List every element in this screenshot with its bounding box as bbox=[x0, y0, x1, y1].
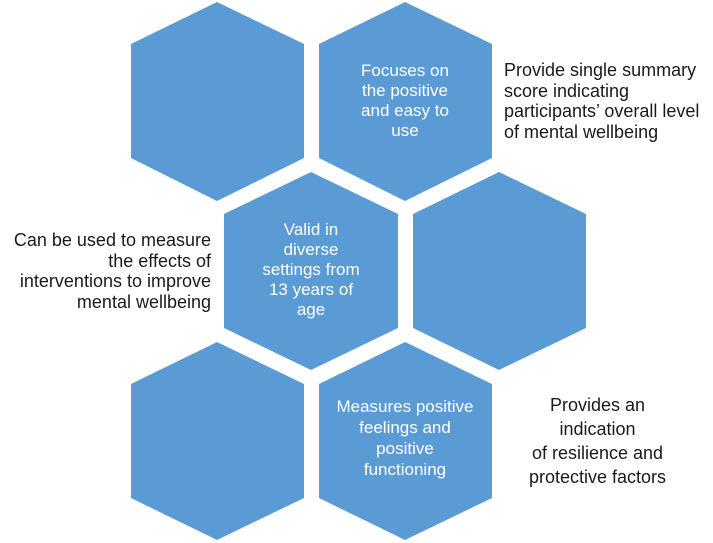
hexagon-top-right bbox=[319, 2, 492, 201]
hexagon-middle-left bbox=[224, 172, 398, 370]
hexagon-bottom-right-label: Measures positive feelings and positive … bbox=[336, 397, 474, 479]
hexagon-top-right-label: Focuses on the positive and easy to use bbox=[361, 61, 449, 140]
side-text-measure-interventions: Can be used to measure the effects of in… bbox=[13, 230, 211, 312]
side-text-summary-score: Provide single summary score indicating … bbox=[504, 60, 700, 142]
hexagon-middle-left-label: Valid in diverse settings from 13 years … bbox=[262, 220, 360, 319]
hexagon-middle-right bbox=[413, 172, 586, 370]
hexagon-top-left bbox=[131, 2, 304, 201]
hexagon-bottom-left bbox=[131, 342, 304, 540]
hexagon-bottom-right bbox=[319, 342, 492, 540]
side-text-resilience: Provides an indication of resilience and… bbox=[528, 395, 667, 487]
